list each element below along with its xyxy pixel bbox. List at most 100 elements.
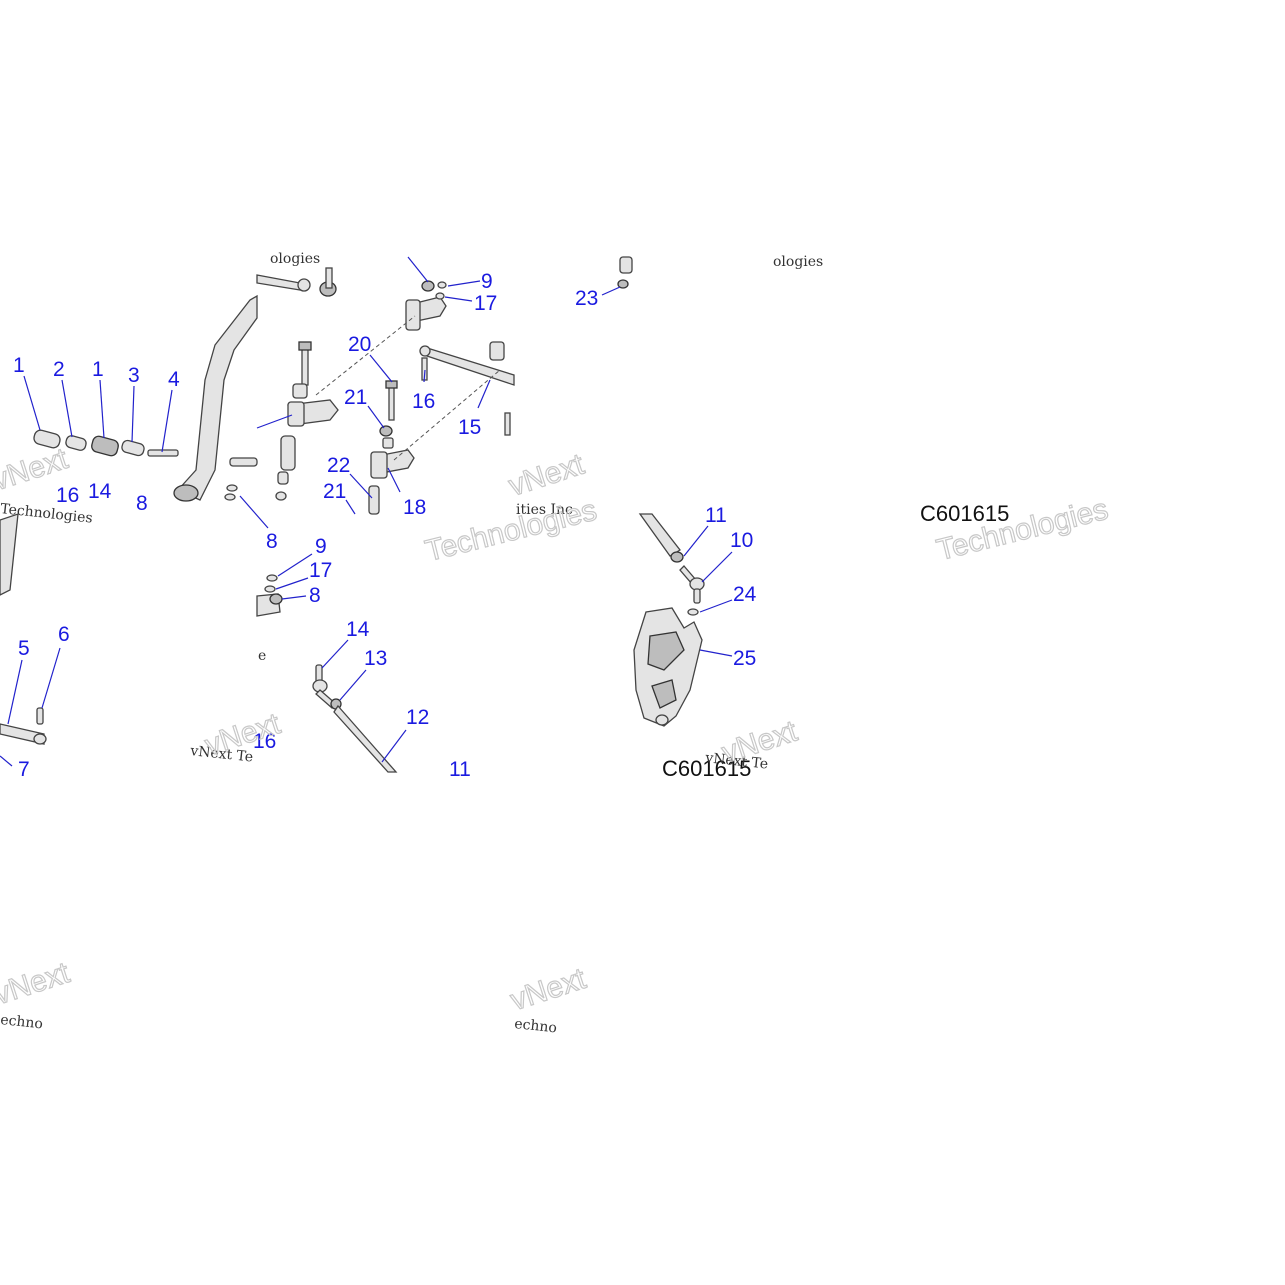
alignment-line: [315, 315, 416, 396]
callout-8: 8: [136, 492, 148, 515]
callout-1: 1: [92, 358, 104, 381]
watermark: vNext: [505, 448, 589, 503]
leader-15: [477, 379, 491, 409]
jam-nut: [670, 551, 684, 563]
knuckle-boss: [655, 714, 669, 726]
callout-20: 20: [348, 333, 371, 356]
callout-24: 24: [733, 583, 757, 606]
callout-16: 16: [412, 390, 435, 413]
leader-8: [281, 595, 307, 600]
leader-21: [367, 405, 385, 429]
callout-11: 11: [449, 758, 471, 781]
tie-rod-end-10: [689, 577, 705, 591]
leader-2: [61, 379, 73, 438]
leader: [256, 414, 293, 429]
spacer-21: [379, 425, 393, 437]
callout-7: 7: [18, 758, 30, 781]
bracket-hub: [287, 401, 305, 427]
callout-6: 6: [58, 623, 70, 646]
knuckle-window: [647, 631, 685, 671]
rod-end: [297, 278, 311, 292]
leader-6: [41, 647, 61, 709]
sleeve: [368, 485, 380, 515]
callout-5: 5: [18, 637, 30, 660]
washer-24: [687, 608, 699, 616]
leader-9: [277, 553, 313, 577]
watermark-small: vNext Te: [189, 743, 254, 766]
callout-8: 8: [309, 584, 321, 607]
washer: [437, 281, 447, 289]
watermark-small: ities Inc: [516, 502, 573, 518]
callout-12: 12: [406, 706, 429, 729]
sleeve: [280, 435, 296, 471]
leader-8: [239, 495, 269, 529]
leader-4: [161, 389, 173, 453]
leader-17: [275, 577, 309, 590]
bushing-1b: [91, 435, 119, 457]
hub: [489, 341, 505, 361]
bolt-4: [147, 449, 179, 457]
leader-9: [447, 280, 481, 287]
bolt-long: [301, 344, 309, 386]
rod-end: [419, 345, 431, 357]
callout-13: 13: [364, 647, 387, 670]
tie-rod-tube-12: [333, 704, 398, 773]
tube-section: [0, 513, 19, 596]
tie-rod-tube-11: [638, 513, 681, 557]
watermark: Technologies: [422, 494, 600, 568]
bushing-1: [33, 429, 61, 449]
rod-end: [33, 733, 47, 745]
callout-9: 9: [481, 270, 493, 293]
watermark-small: vNext Te: [704, 750, 769, 773]
nut: [224, 493, 236, 501]
drawing-code: C601615: [662, 756, 751, 781]
nut-23: [617, 279, 629, 289]
tile-bottom-fragments: vNext echno vNext echno: [0, 955, 591, 1036]
tile-right-lower: 11 10 24 25 C601615 C601615 vNext Te vNe…: [633, 492, 1112, 781]
washer: [264, 585, 276, 593]
watermark-small: echno: [514, 1016, 558, 1036]
callout-21: 21: [323, 480, 346, 503]
callout-2: 2: [53, 358, 65, 381]
tube-end: [173, 484, 199, 502]
leader-21b: [345, 499, 356, 515]
leader-16: [423, 369, 426, 383]
callout-4: 4: [168, 368, 180, 391]
clamp-3: [121, 439, 145, 457]
watermark-small: ologies: [270, 251, 320, 267]
callout-18: 18: [403, 496, 426, 519]
leader-11: [683, 525, 709, 557]
bushing: [382, 437, 394, 449]
steering-column-tube: [176, 294, 258, 501]
watermark-small: echno: [0, 1012, 44, 1032]
tile-left-upper: 1 2 1 3 4 vNext Technologies 16 14 8: [0, 294, 258, 527]
watermark-small: e: [258, 648, 266, 664]
stud: [325, 267, 333, 289]
tile-left-lower: 5 6 7 16 vNext Te vNext: [0, 513, 285, 781]
spacer-2: [65, 435, 87, 451]
knuckle-window: [651, 679, 677, 709]
spacer: [292, 383, 308, 399]
leader-20: [369, 354, 393, 383]
tie-rod-stub: [229, 457, 258, 467]
leader-10: [701, 551, 733, 583]
callout-17: 17: [309, 559, 332, 582]
leader-5: [7, 659, 23, 725]
callout-14: 14: [88, 480, 112, 503]
tile-center-lower: 9 17 8 14 13 12 11 e: [256, 535, 471, 781]
alignment-line: [393, 369, 501, 461]
callout-15: 15: [458, 416, 481, 439]
leader-24: [699, 599, 733, 613]
watermark-small: ologies: [773, 254, 823, 270]
leader-25: [699, 649, 733, 657]
callout-10: 10: [730, 529, 753, 552]
drawing-code-partial: C601615: [920, 501, 1009, 526]
leader-1a: [23, 375, 41, 431]
callout-11: 11: [705, 504, 727, 527]
leader-22: [349, 473, 373, 499]
nut: [266, 574, 278, 582]
bolt-head: [298, 341, 312, 351]
leader-17: [444, 296, 473, 302]
